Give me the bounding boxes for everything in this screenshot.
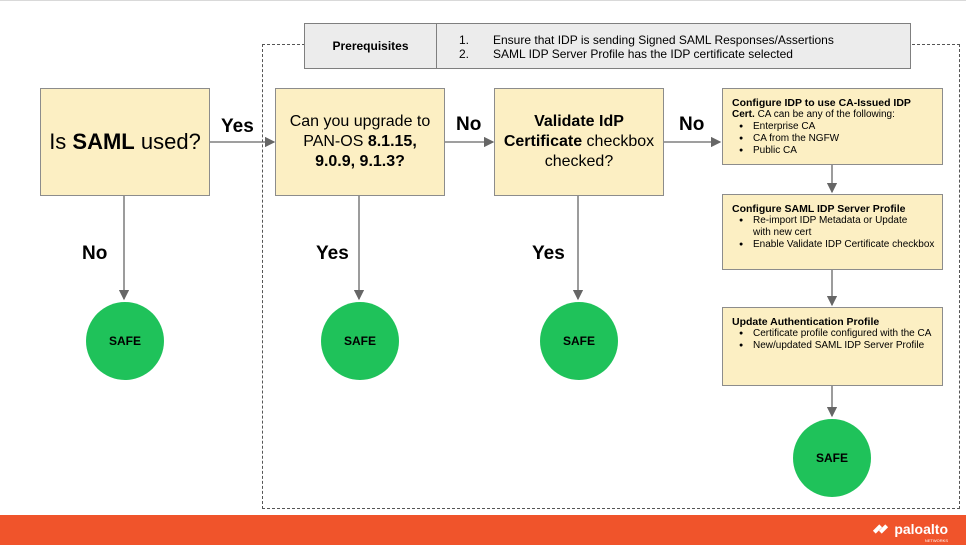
prerequisite-text: Ensure that IDP is sending Signed SAML R… xyxy=(493,33,834,47)
paloalto-logo: paloalto NETWORKS xyxy=(872,521,948,543)
footer-bar: paloalto NETWORKS xyxy=(0,515,966,545)
prerequisite-number: 2. xyxy=(459,47,470,61)
list-item: CA from the NGFW xyxy=(739,133,942,145)
step-configure-idp: Configure IDP to use CA-Issued IDP Cert.… xyxy=(722,88,943,165)
validate-question-text: Validate IdP Certificate checkbox checke… xyxy=(503,113,655,170)
upgrade-question-text: Can you upgrade to PAN-OS 8.1.15, 9.0.9,… xyxy=(289,113,431,170)
edge-label-yes: Yes xyxy=(221,116,254,137)
prerequisites-label: Prerequisites xyxy=(305,24,437,68)
top-divider xyxy=(0,0,966,1)
list-item: Enterprise CA xyxy=(739,121,942,133)
edge-label-yes: Yes xyxy=(532,243,565,264)
safe-node: SAFE xyxy=(321,302,399,380)
logo-tagline: NETWORKS xyxy=(924,538,948,543)
edge-label-no: No xyxy=(82,243,108,264)
logo-text: paloalto xyxy=(894,521,948,537)
list-item: Public CA xyxy=(739,145,942,157)
step-title: Configure IDP to use CA-Issued IDP xyxy=(732,97,911,109)
step-update-auth-profile: Update Authentication Profile Certificat… xyxy=(722,307,943,386)
step-configure-saml-profile: Configure SAML IDP Server Profile Re-imp… xyxy=(722,194,943,270)
safe-node: SAFE xyxy=(540,302,618,380)
edge-label-no: No xyxy=(679,114,705,135)
step-list: Enterprise CA CA from the NGFW Public CA xyxy=(732,121,942,157)
prerequisites-panel: Prerequisites 1. Ensure that IDP is send… xyxy=(304,23,911,69)
upgrade-question-box: Can you upgrade to PAN-OS 8.1.15, 9.0.9,… xyxy=(275,88,445,196)
safe-node: SAFE xyxy=(793,419,871,497)
edge-label-yes: Yes xyxy=(316,243,349,264)
prerequisite-item: 2. SAML IDP Server Profile has the IDP c… xyxy=(459,47,834,61)
list-item: Certificate profile configured with the … xyxy=(739,328,942,340)
validate-question-box: Validate IdP Certificate checkbox checke… xyxy=(494,88,664,196)
prerequisite-item: 1. Ensure that IDP is sending Signed SAM… xyxy=(459,33,834,47)
prerequisite-text: SAML IDP Server Profile has the IDP cert… xyxy=(493,47,793,61)
prerequisite-number: 1. xyxy=(459,33,470,47)
step-title: Configure SAML IDP Server Profile xyxy=(732,203,906,215)
paloalto-logo-icon xyxy=(873,524,889,534)
step-title-line2: Cert. CA can be any of the following: xyxy=(732,109,895,120)
saml-question-box: Is SAML used? xyxy=(40,88,210,196)
step-title: Update Authentication Profile xyxy=(732,316,880,328)
step-list: Certificate profile configured with the … xyxy=(732,328,942,352)
step-list: Re-import IDP Metadata or Update with ne… xyxy=(732,215,942,251)
saml-question-text: Is SAML used? xyxy=(49,129,201,154)
list-item: New/updated SAML IDP Server Profile xyxy=(739,340,942,352)
prerequisites-list: 1. Ensure that IDP is sending Signed SAM… xyxy=(437,24,834,68)
edge-label-no: No xyxy=(456,114,482,135)
list-item: Re-import IDP Metadata or Update with ne… xyxy=(739,215,923,239)
safe-node: SAFE xyxy=(86,302,164,380)
list-item: Enable Validate IDP Certificate checkbox xyxy=(739,239,942,251)
